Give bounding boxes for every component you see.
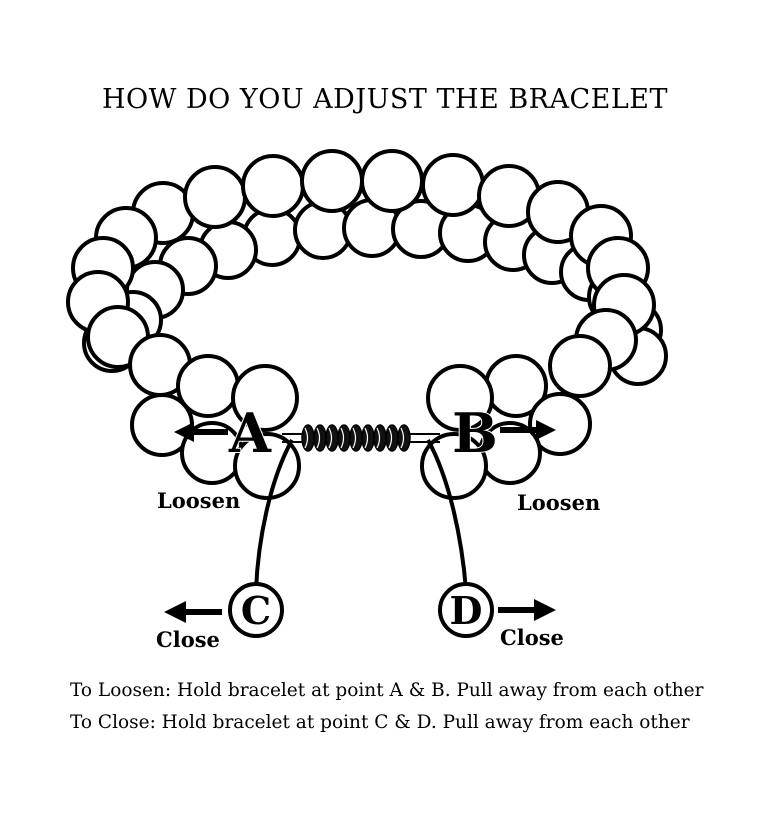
bead-icon (241, 154, 305, 218)
arrow-right-icon (500, 420, 556, 440)
arrow-left-icon (164, 601, 222, 623)
close-instruction: To Close: Hold bracelet at point C & D. … (70, 712, 690, 733)
knot-coil-highlight (364, 427, 369, 449)
loosen-right-label: Loosen (517, 490, 601, 515)
point-d-label: D (450, 588, 483, 633)
knot-coil-highlight (340, 427, 345, 449)
page-title: HOW DO YOU ADJUST THE BRACELET (101, 84, 669, 115)
bead-icon (421, 153, 485, 217)
knot-coil-highlight (328, 427, 333, 449)
close-left-label: Close (156, 627, 220, 652)
bead-icon (300, 149, 364, 213)
bead-icon (183, 165, 247, 229)
knot-coil-highlight (388, 427, 393, 449)
knot-icon (301, 424, 411, 452)
point-c-label: C (241, 588, 271, 633)
knot-coil-highlight (400, 427, 405, 449)
loosen-instruction: To Loosen: Hold bracelet at point A & B.… (70, 680, 704, 701)
cord-left (254, 439, 294, 591)
bead-icon (233, 432, 301, 500)
bead-icon (360, 149, 424, 213)
bead-icon (528, 392, 592, 456)
bead-icon (420, 432, 488, 500)
arrow-left-icon (174, 422, 228, 442)
knot-coil-highlight (304, 427, 309, 449)
point-d-circle (438, 582, 494, 638)
point-b-label: B (452, 401, 498, 465)
knot-coil-highlight (316, 427, 321, 449)
close-right-label: Close (500, 625, 564, 650)
loosen-left-label: Loosen (157, 488, 241, 513)
point-a-label: A (228, 401, 272, 465)
knot-coil-highlight (376, 427, 381, 449)
point-c-circle (228, 582, 284, 638)
bead-icon (231, 364, 299, 432)
bead-icon (548, 334, 612, 398)
arrow-right-icon (498, 599, 556, 621)
cord-right (426, 439, 468, 591)
knot-coil-highlight (352, 427, 357, 449)
bead-icon (426, 364, 494, 432)
